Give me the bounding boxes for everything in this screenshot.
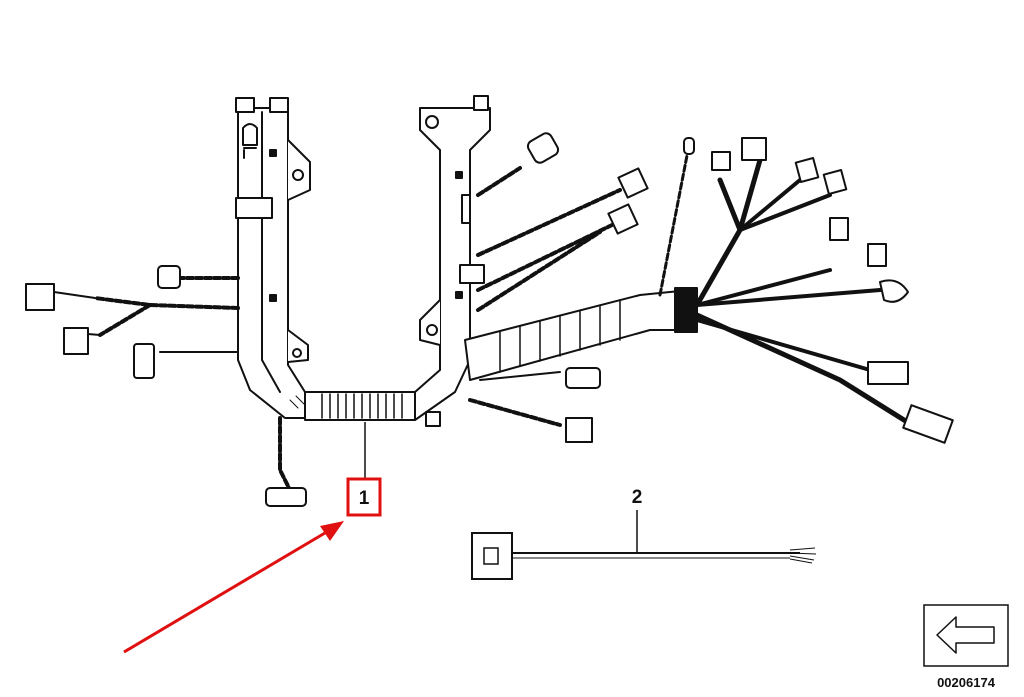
right-harness-trunk — [414, 95, 491, 427]
left-branches — [25, 265, 307, 507]
part-1-highlight-box — [346, 477, 382, 517]
leader-lines — [364, 422, 638, 552]
back-arrow-icon[interactable] — [923, 604, 1009, 667]
right-corrugated-conduit — [464, 287, 698, 381]
right-branches — [468, 132, 649, 443]
bottom-corrugated-conduit — [289, 391, 416, 421]
document-number: 00206174 — [937, 675, 996, 690]
red-pointer-arrow — [123, 521, 344, 654]
part-label-1: 1 — [359, 488, 370, 509]
repair-cable — [471, 532, 817, 580]
left-harness-trunk — [235, 97, 311, 419]
right-fan-out-wires — [658, 137, 954, 444]
engine-wiring-harness — [25, 95, 954, 507]
part-label-2: 2 — [632, 487, 643, 508]
